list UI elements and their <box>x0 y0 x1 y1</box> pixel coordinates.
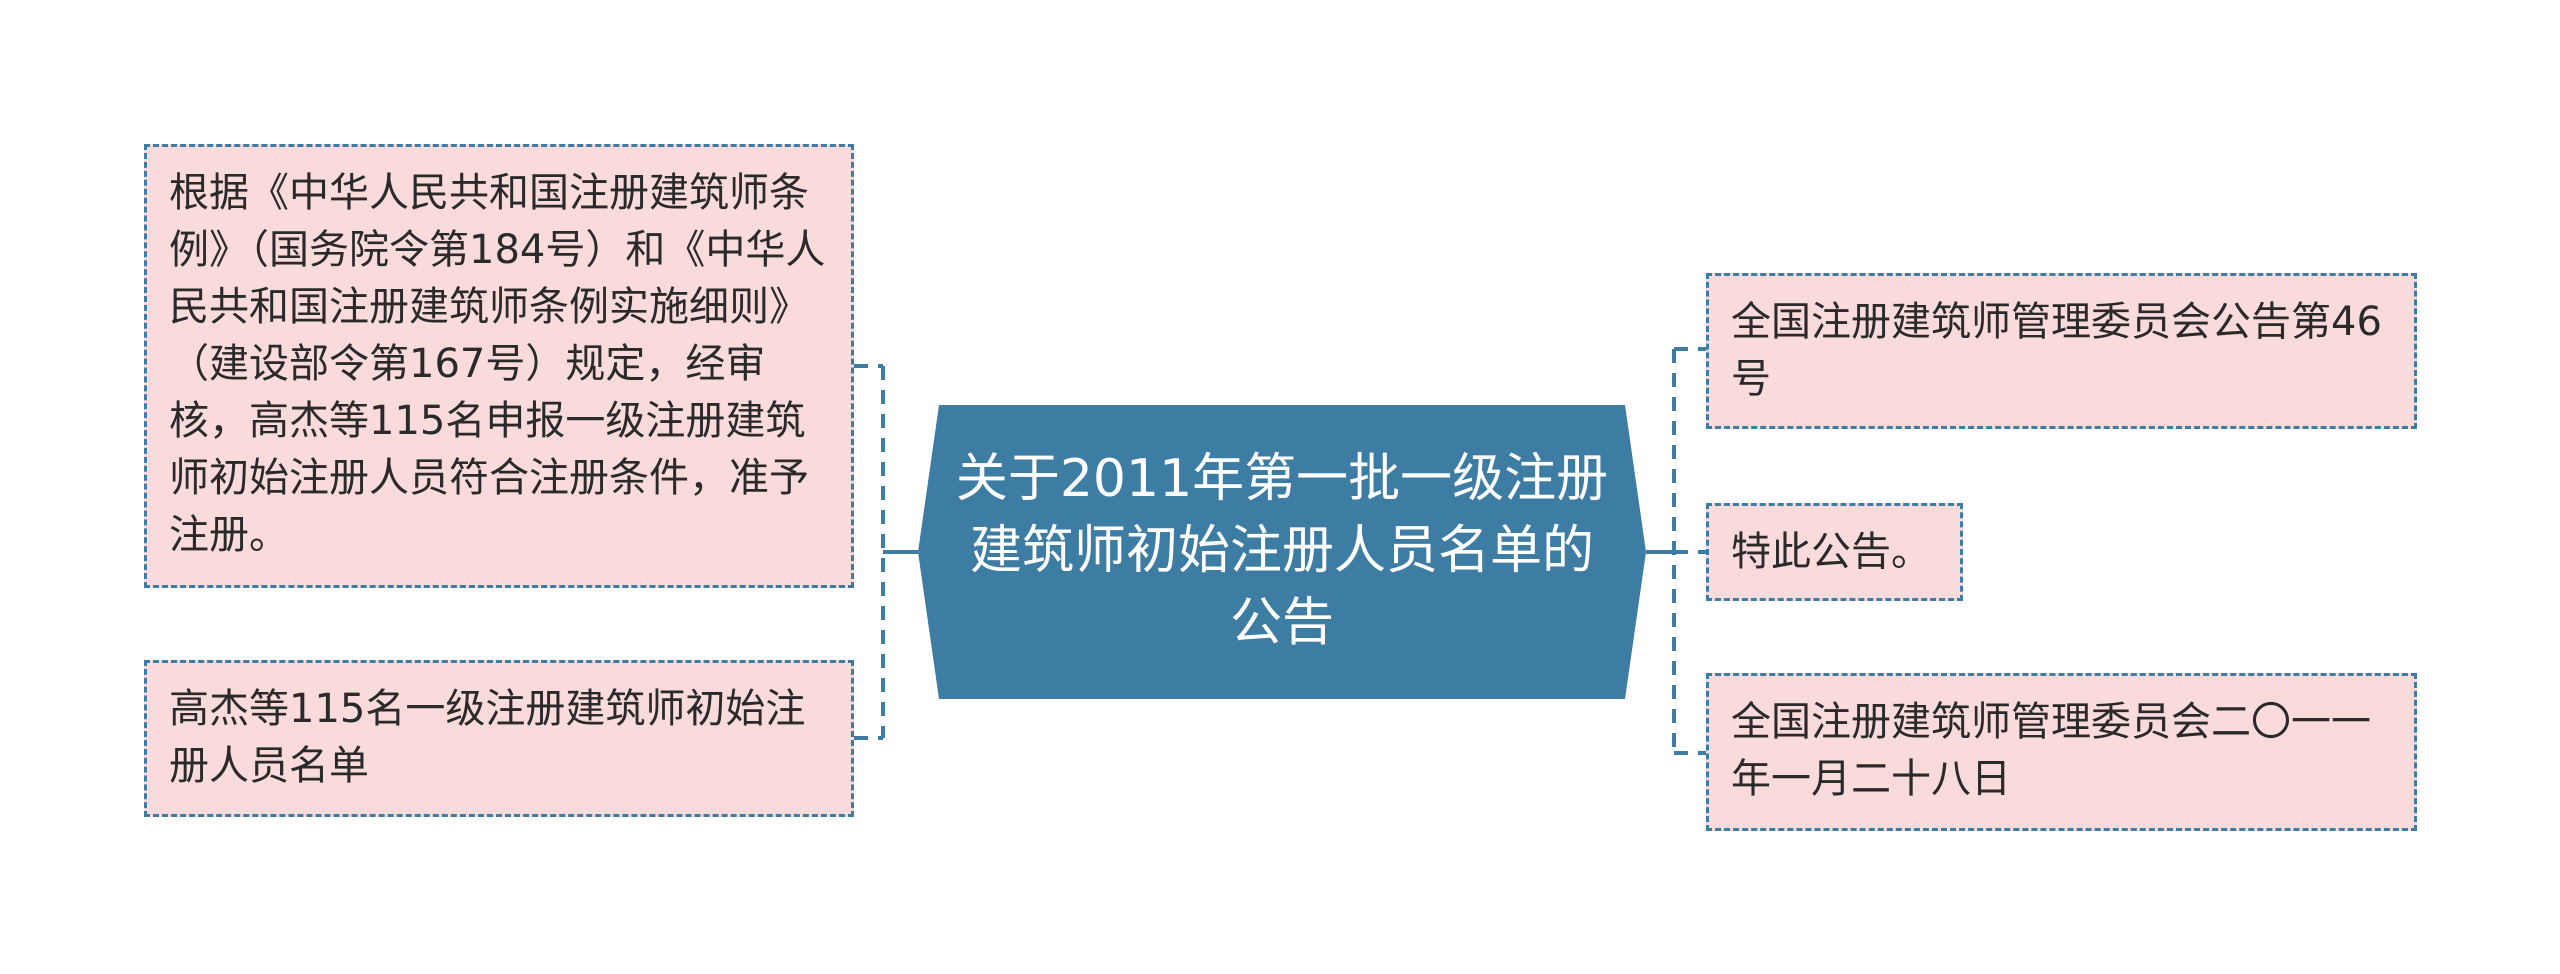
node-label: 高杰等115名一级注册建筑师初始注册人员名单 <box>169 686 806 789</box>
central-topic[interactable]: 关于2011年第一批一级注册建筑师初始注册人员名单的公告 <box>918 405 1646 699</box>
left-node-regulation[interactable]: 根据《中华人民共和国注册建筑师条例》（国务院令第184号）和《中华人民共和国注册… <box>144 144 854 588</box>
central-topic-shape <box>918 405 1646 699</box>
right-node-hereby-announced[interactable]: 特此公告。 <box>1706 503 1963 601</box>
node-label: 全国注册建筑师管理委员会公告第46号 <box>1731 299 2382 402</box>
right-node-announcement-number[interactable]: 全国注册建筑师管理委员会公告第46号 <box>1706 273 2417 429</box>
node-label: 特此公告。 <box>1731 529 1931 575</box>
central-topic-label: 关于2011年第一批一级注册建筑师初始注册人员名单的公告 <box>955 449 1609 653</box>
node-label: 全国注册建筑师管理委员会二〇一一年一月二十八日 <box>1731 699 2371 802</box>
left-node-name-list[interactable]: 高杰等115名一级注册建筑师初始注册人员名单 <box>144 660 854 817</box>
node-label: 根据《中华人民共和国注册建筑师条例》（国务院令第184号）和《中华人民共和国注册… <box>169 170 826 558</box>
right-node-signature-date[interactable]: 全国注册建筑师管理委员会二〇一一年一月二十八日 <box>1706 673 2417 831</box>
